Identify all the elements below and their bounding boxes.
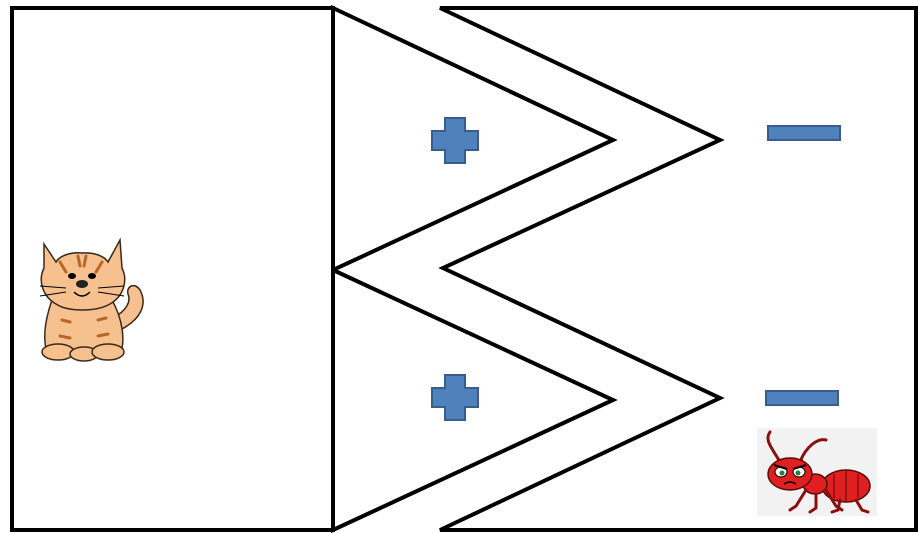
minus-icon-upper	[768, 126, 840, 140]
minus-icon-lower	[766, 391, 838, 405]
ant-icon	[757, 428, 877, 516]
